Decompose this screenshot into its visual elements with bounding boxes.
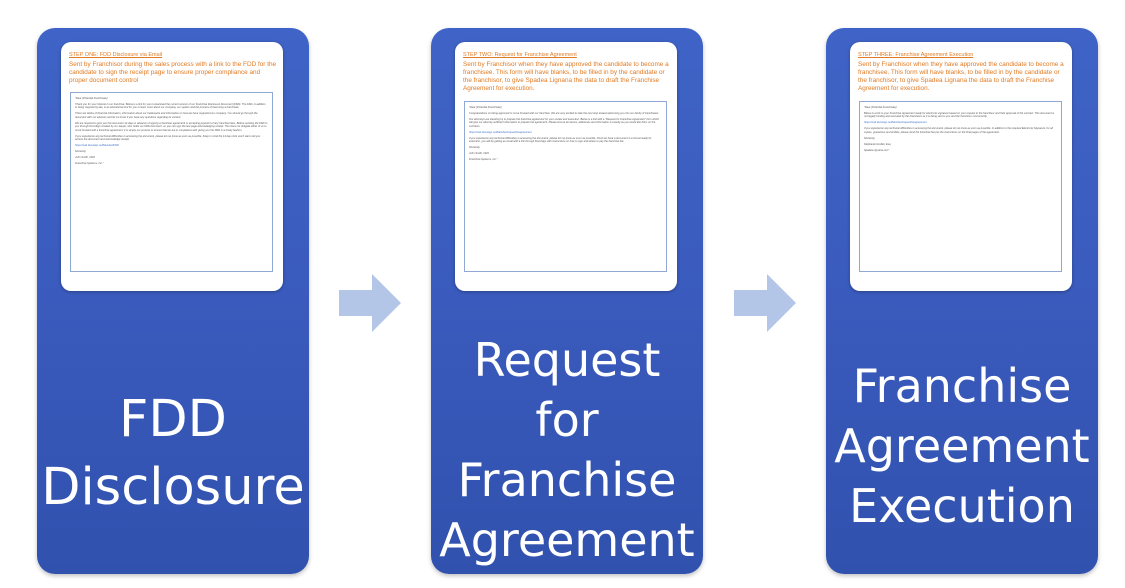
email-body: "Dear [Potential Franchisee], Below is a… (859, 101, 1062, 272)
email-link: https://na2.docusign.net/Member/requestf… (864, 121, 927, 125)
step-label: Franchise Agreement Execution (826, 356, 1098, 536)
right-arrow-icon (734, 274, 796, 332)
email-body: "Dear [Potential Franchisee], Thank you … (70, 92, 273, 272)
email-line: Spadea Lignana LLC" (864, 148, 890, 152)
email-line: Sincerely, (469, 146, 481, 150)
right-arrow-icon (339, 274, 401, 332)
email-link: https://na2.docusign.net/Member/FDD (75, 144, 119, 148)
email-line: Our attorneys are standing by to prepare… (469, 118, 660, 128)
email-link: https://na2.docusign.net/Member/requestf… (469, 130, 532, 134)
document-description: Sent by Franchisor when they have approv… (463, 61, 669, 92)
step-label-line: Disclosure (41, 458, 305, 517)
email-line: "Dear [Potential Franchisee], (864, 106, 898, 109)
step-label: FDD Disclosure (37, 386, 309, 522)
email-line: There are tables of financial informatio… (75, 112, 258, 119)
email-line: Franchise Systems, Inc." (75, 162, 104, 166)
document-heading: STEP THREE: Franchise Agreement Executio… (858, 52, 974, 58)
email-line: "Dear [Potential Franchisee], (469, 106, 503, 109)
step-label-line: FDD (119, 390, 227, 449)
email-line: John Smith, CEO (75, 156, 96, 160)
document-heading: STEP ONE: FDD Disclosure via Email (69, 52, 163, 58)
email-line: "Dear [Potential Franchisee], (75, 97, 109, 100)
step-label-line: for (535, 393, 599, 447)
email-line: We are required to give you this documen… (75, 121, 268, 132)
step-card-request-for-franchise-agreement: STEP TWO: Request for Franchise Agreemen… (431, 28, 703, 574)
email-body: "Dear [Potential Franchisee], Congratula… (464, 101, 667, 272)
step-label-line: Franchise (852, 359, 1072, 413)
email-line: If you experience any technical difficul… (469, 136, 652, 144)
email-document-thumbnail: STEP THREE: Franchise Agreement Executio… (850, 42, 1072, 291)
email-line: Sincerely, (864, 136, 876, 140)
email-line: If you experience any technical difficul… (864, 127, 1053, 134)
email-line: John Smith, CEO (469, 152, 490, 156)
email-line: Sincerely, (75, 150, 87, 154)
document-description: Sent by Franchisor when they have approv… (858, 61, 1064, 92)
email-document-thumbnail: STEP ONE: FDD Disclosure via Email Sent … (61, 42, 283, 291)
step-label-line: Agreement (834, 419, 1090, 473)
email-line: If you experience any technical difficul… (75, 134, 261, 142)
email-line: Congratulations on being approved to mov… (469, 112, 659, 115)
step-label-line: Agreement (439, 513, 695, 567)
email-document-thumbnail: STEP TWO: Request for Franchise Agreemen… (455, 42, 677, 291)
step-label-line: Execution (849, 479, 1075, 533)
document-heading: STEP TWO: Request for Franchise Agreemen… (463, 52, 577, 58)
step-card-fdd-disclosure: STEP ONE: FDD Disclosure via Email Sent … (37, 28, 309, 574)
email-line: Stephanie Grollier, Esq. (864, 142, 892, 146)
step-label-line: Request (473, 333, 661, 387)
document-description: Sent by Franchisor during the sales proc… (69, 61, 277, 84)
email-line: Franchise Systems, Inc." (469, 158, 498, 162)
email-line: Thank you for your interest in our franc… (75, 103, 266, 110)
step-label: Request for Franchise Agreement (431, 330, 703, 570)
step-card-franchise-agreement-execution: STEP THREE: Franchise Agreement Executio… (826, 28, 1098, 574)
step-label-line: Franchise (457, 453, 677, 507)
email-line: Below is a link to your Franchise Agreem… (864, 112, 1055, 119)
